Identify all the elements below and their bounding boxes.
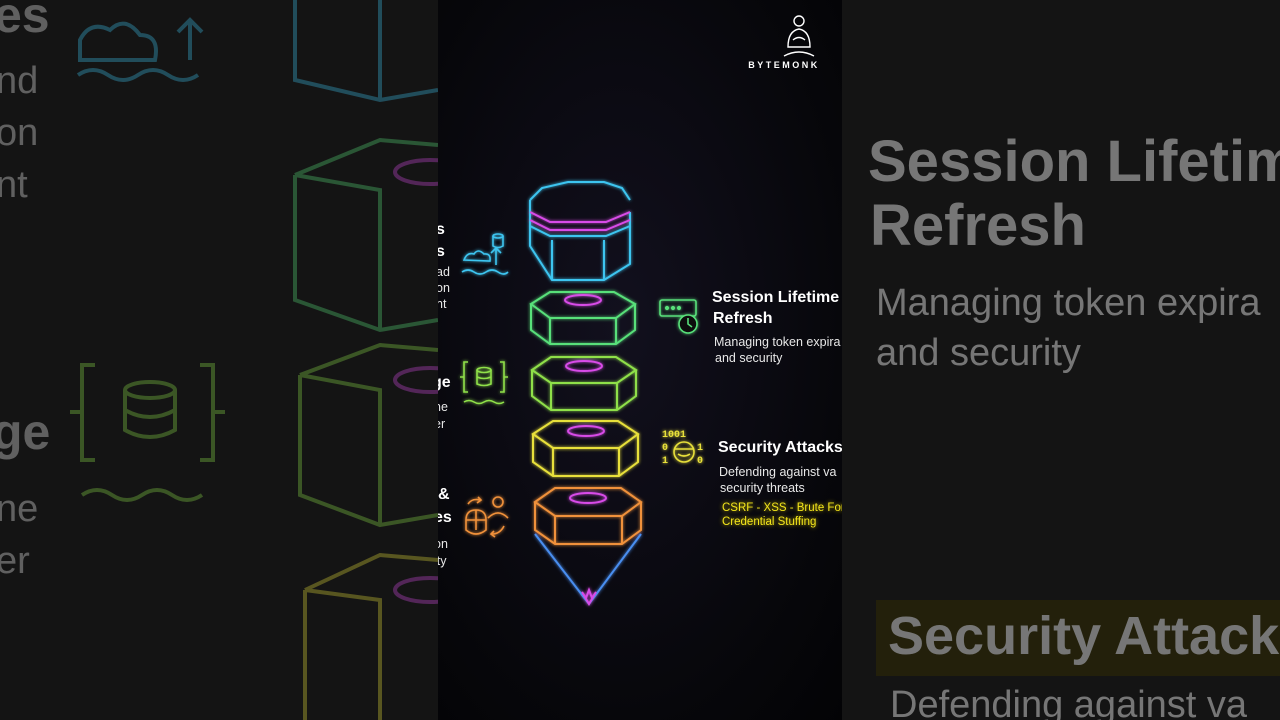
layer-1-bands: [529, 211, 631, 231]
session-card-desc-1: Managing token expira: [714, 335, 841, 349]
svg-text:1: 1: [662, 456, 668, 467]
left-fragment-2b: ne: [438, 400, 448, 414]
left-fragment-1e: nt: [438, 297, 447, 311]
layer-2-hexagon: [529, 291, 637, 345]
hacker-binary-icon: 1001 0 1 1 0: [662, 430, 703, 467]
bg-left-text-7: er: [0, 540, 30, 582]
bg-right-title-2: Refresh: [870, 193, 1086, 258]
center-panel: 1001 0 1 1 0 BYTEMONK s s ad on nt ge ne…: [438, 0, 842, 720]
bg-right-highlight: [876, 600, 1280, 676]
security-card-tags-2: Credential Stuffing: [722, 516, 817, 528]
cone-tip-icon: [581, 587, 597, 606]
layer-3-hexagon: [530, 356, 638, 411]
session-timer-icon: [659, 299, 698, 334]
security-card-desc-2: security threats: [720, 481, 805, 495]
bg-right-desc-2: and security: [876, 332, 1081, 374]
left-fragment-2a: ge: [438, 374, 451, 391]
gear-wave-icon: [461, 233, 509, 275]
bg-gear-icon: [78, 21, 158, 62]
svg-text:0: 0: [662, 443, 668, 454]
bytemonk-logo-icon: [783, 15, 815, 57]
svg-text:1001: 1001: [662, 430, 686, 441]
bg-left-text-5: ge: [0, 404, 51, 460]
background-right-zoom: Session Lifetime Refresh Managing token …: [842, 0, 1280, 720]
layer-stack-diagram: 1001 0 1 1 0: [460, 15, 815, 606]
left-fragment-1d: on: [438, 281, 450, 295]
bg-left-text-2: nd: [0, 60, 39, 102]
bg-left-text-6: ne: [0, 488, 39, 530]
session-card-title-2: Refresh: [713, 310, 773, 327]
session-card-title-1: Session Lifetime: [712, 289, 840, 306]
bg-left-shapes: [70, 0, 438, 720]
bg-left-text-1: es: [0, 0, 50, 43]
bg-right-title-3: Security Attacks: [888, 606, 1280, 666]
svg-text:1: 1: [697, 443, 703, 454]
security-card-desc-1: Defending against va: [719, 465, 837, 479]
layer-5-hexagon: [533, 487, 643, 545]
security-card-tags-1: CSRF - XSS - Brute Forc: [722, 502, 842, 514]
left-fragment-1b: s: [438, 243, 445, 260]
bg-left-text-3: on: [0, 112, 39, 154]
left-fragment-3d: ity: [438, 554, 447, 568]
security-card-title: Security Attacks: [718, 439, 842, 456]
storage-brackets-icon: [460, 361, 508, 405]
left-fragment-3b: es: [438, 509, 452, 526]
svg-text:0: 0: [697, 456, 703, 467]
bg-right-desc-1: Managing token expira: [876, 282, 1261, 324]
bg-right-desc-3: Defending against va: [890, 684, 1248, 720]
user-exchange-icon: [465, 496, 509, 538]
left-fragment-3a: &: [438, 486, 450, 503]
layer-4-hexagon: [531, 420, 640, 477]
left-fragment-3c: on: [438, 537, 448, 551]
brand-name: BYTEMONK: [748, 60, 820, 70]
bg-left-text-4: nt: [0, 164, 28, 206]
left-fragment-1a: s: [438, 221, 445, 238]
left-fragment-2c: er: [438, 417, 446, 431]
background-left-zoom: es nd on nt ge ne er: [0, 0, 438, 720]
bg-right-title-1: Session Lifetime: [868, 129, 1280, 194]
session-card-desc-2: and security: [715, 351, 783, 365]
left-fragment-1c: ad: [438, 265, 450, 279]
layer-1-database: [529, 181, 631, 281]
